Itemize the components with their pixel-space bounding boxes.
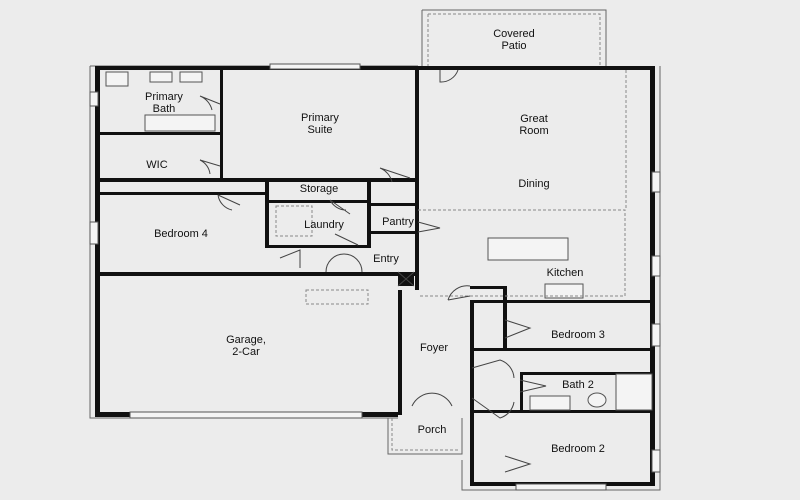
- fixtures: [105, 70, 653, 411]
- dining-label: Dining: [518, 178, 549, 190]
- porch-outline: [387, 418, 463, 455]
- great-room-label-line2: Room: [519, 125, 548, 137]
- bedroom-4-label: Bedroom 4: [154, 228, 208, 240]
- bathtub-icon: [615, 373, 653, 411]
- storage-label: Storage: [300, 183, 339, 195]
- entry-label: Entry: [373, 253, 399, 265]
- primary-bath-label-line2: Bath: [153, 103, 176, 115]
- porch-label: Porch: [418, 424, 447, 436]
- bath-2-label: Bath 2: [562, 379, 594, 391]
- sink-icon: [149, 71, 173, 83]
- wic-label: WIC: [146, 159, 167, 171]
- kitchen-label: Kitchen: [547, 267, 584, 279]
- toilet-icon: [105, 71, 129, 87]
- windows: [89, 63, 661, 491]
- kitchen-island: [487, 237, 569, 261]
- primary-suite-label-line1: Primary: [301, 112, 339, 124]
- covered-patio-label-line2: Patio: [501, 40, 526, 52]
- room-labels: Covered Patio Primary Bath Primary Suite…: [145, 28, 605, 455]
- doors: [199, 69, 547, 473]
- laundry-label: Laundry: [304, 219, 344, 231]
- garage-label-line2: 2-Car: [232, 346, 260, 358]
- shower-icon: [144, 114, 216, 132]
- range-icon: [544, 283, 584, 299]
- great-room-label-line1: Great: [520, 113, 548, 125]
- bedroom-3-label: Bedroom 3: [551, 329, 605, 341]
- toilet-icon: [587, 392, 607, 408]
- interior-walls: [100, 70, 655, 413]
- primary-bath-label-line1: Primary: [145, 91, 183, 103]
- primary-suite-label-line2: Suite: [307, 124, 332, 136]
- pantry-label: Pantry: [382, 216, 414, 228]
- foyer-label: Foyer: [420, 342, 448, 354]
- garage-label-line1: Garage,: [226, 334, 266, 346]
- vanity-icon: [529, 395, 571, 411]
- bedroom-2-label: Bedroom 2: [551, 443, 605, 455]
- covered-patio-label-line1: Covered: [493, 28, 535, 40]
